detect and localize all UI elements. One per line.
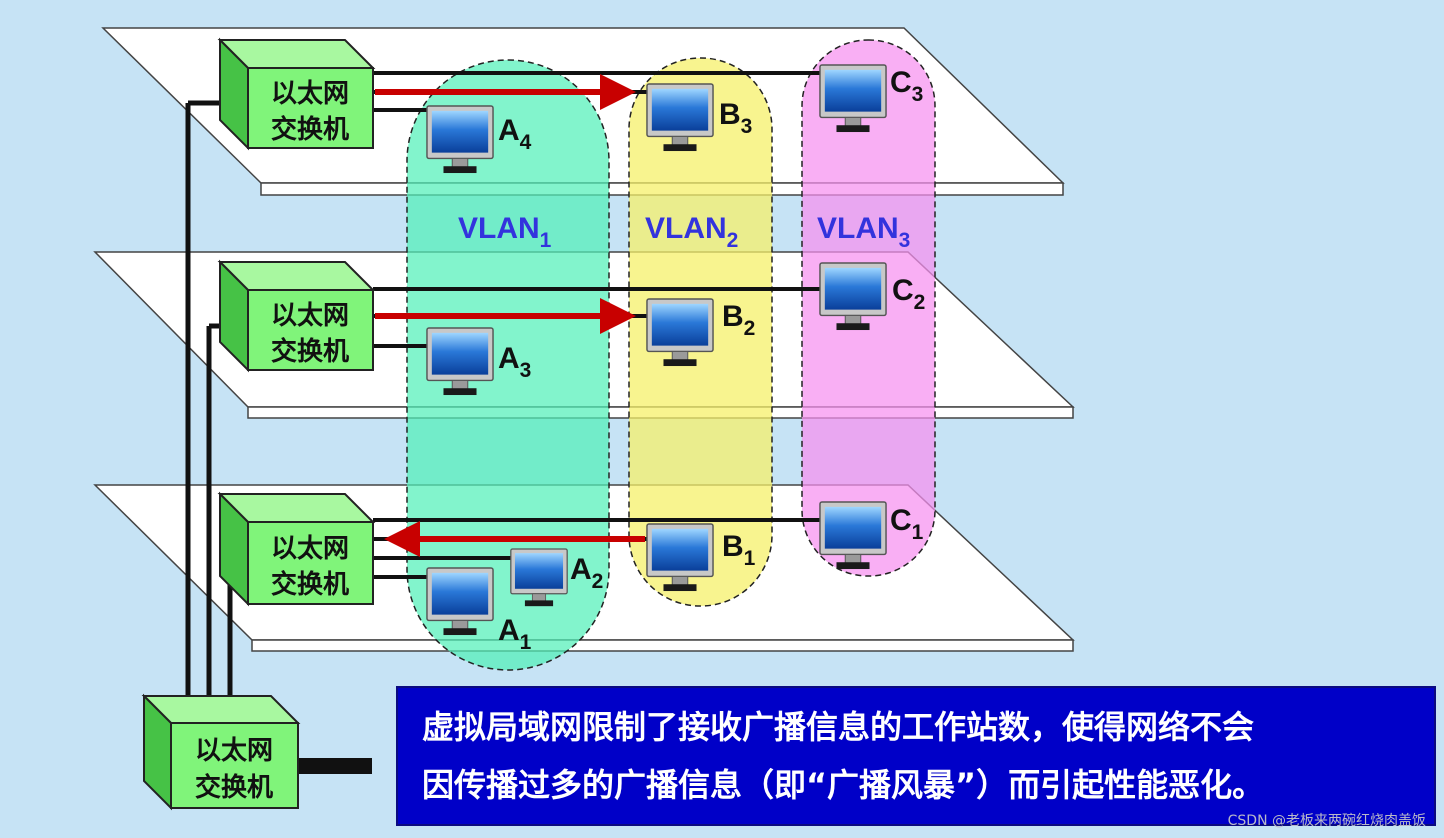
switch-root: 以太网 交换机: [141, 693, 301, 811]
switch-face: [247, 67, 374, 149]
station-labels: A4 B3 C3 A3 B2 C2 A2 A1 B1 C1: [498, 66, 925, 654]
vlan1-label: VLAN1: [458, 212, 552, 252]
label-c1: C1: [890, 504, 924, 544]
switch-label-line1: 以太网: [271, 301, 349, 331]
switch-label-line2: 交换机: [271, 569, 349, 600]
label-c3: C3: [890, 66, 923, 106]
label-c2: C2: [892, 274, 925, 314]
switch-bottom: 以太网 交换机: [217, 491, 376, 607]
switch-label-line2: 交换机: [271, 114, 349, 145]
switch-label-line1: 以太网: [271, 534, 349, 564]
broadcast-arrows: [375, 74, 645, 557]
switch-face: [247, 521, 374, 605]
caption-line1: 虚拟局域网限制了接收广播信息的工作站数，使得网络不会: [422, 708, 1255, 746]
switch-face: [170, 722, 299, 809]
switch-label-line2: 交换机: [271, 336, 349, 367]
caption-box: 虚拟局域网限制了接收广播信息的工作站数，使得网络不会 因传播过多的广播信息（即“…: [396, 686, 1436, 826]
vlan1-zone: [406, 59, 610, 671]
switch-label-line1: 以太网: [195, 736, 273, 766]
switch-top: 以太网 交换机: [217, 37, 376, 151]
caption-line2: 因传播过多的广播信息（即“广播风暴”）而引起性能恶化。: [422, 766, 1265, 804]
label-b3: B3: [719, 98, 752, 138]
label-a4: A4: [498, 114, 532, 154]
switch-middle: 以太网 交换机: [217, 259, 376, 373]
switch-label-line2: 交换机: [195, 772, 273, 803]
label-a1: A1: [498, 614, 532, 654]
switch-label-line1: 以太网: [271, 79, 349, 109]
floor-bottom-edge: [251, 639, 1074, 652]
watermark: CSDN @老板来两碗红烧肉盖饭: [1227, 813, 1426, 829]
label-a2: A2: [570, 553, 603, 593]
vlan-labels: VLAN1 VLAN2 VLAN3: [458, 212, 910, 252]
label-a3: A3: [498, 342, 531, 382]
label-b2: B2: [722, 300, 755, 340]
vlan3-label: VLAN3: [817, 212, 910, 252]
vlan2-label: VLAN2: [645, 212, 738, 252]
label-b1: B1: [722, 530, 756, 570]
switch-face: [247, 289, 374, 371]
